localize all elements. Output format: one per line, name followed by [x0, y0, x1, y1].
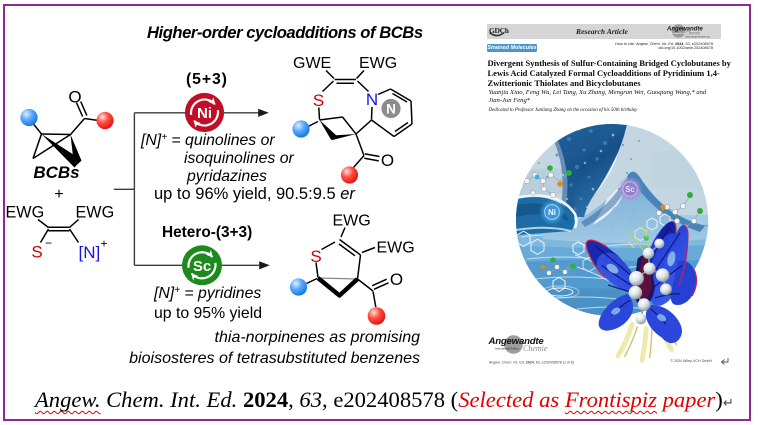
svg-text:Angew. Chem. Int. Ed. 2024, 63: Angew. Chem. Int. Ed. 2024, 63, e2024085… — [489, 360, 574, 364]
svg-text:Ni: Ni — [197, 105, 212, 122]
svg-text:www.angewandte.org: www.angewandte.org — [685, 35, 710, 39]
svg-text:O: O — [381, 151, 394, 170]
svg-text:S: S — [31, 243, 42, 262]
svg-text:EWG: EWG — [76, 204, 115, 222]
svg-text:Sc: Sc — [625, 185, 635, 194]
svg-text:Ni: Ni — [548, 208, 556, 217]
svg-text:S: S — [313, 91, 324, 110]
svg-text:[N]: [N] — [79, 243, 101, 262]
svg-text:+: + — [54, 186, 63, 203]
svg-text:EWG: EWG — [377, 240, 415, 257]
svg-text:EWG: EWG — [6, 204, 45, 222]
svg-text:O: O — [68, 88, 81, 107]
svg-text:EWG: EWG — [359, 55, 397, 72]
svg-text:International Edition: International Edition — [669, 32, 689, 35]
svg-text:EWG: EWG — [333, 213, 371, 230]
svg-text:Angewandte: Angewandte — [488, 336, 545, 347]
svg-text:GWE: GWE — [293, 55, 331, 72]
svg-text:S: S — [310, 247, 321, 266]
svg-text:O: O — [390, 270, 403, 289]
svg-text:International Edition: International Edition — [495, 347, 519, 351]
svg-text:Chemie: Chemie — [686, 32, 702, 37]
svg-text:N: N — [386, 102, 396, 117]
svg-text:Angewandte: Angewandte — [666, 27, 703, 33]
svg-text:BCBs: BCBs — [33, 163, 79, 182]
svg-text:+: + — [101, 237, 108, 251]
svg-text:Sc: Sc — [193, 258, 211, 275]
svg-text:−: − — [45, 236, 52, 250]
svg-text:N: N — [366, 90, 378, 109]
svg-text:Chemie: Chemie — [523, 344, 548, 353]
